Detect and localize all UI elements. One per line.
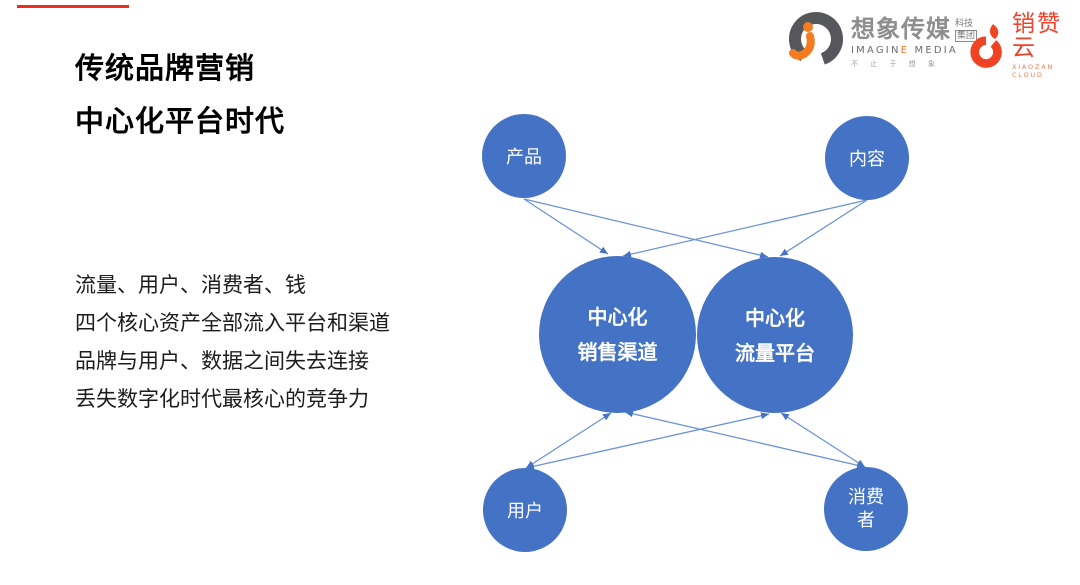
body-line-4: 丢失数字化时代最核心的竞争力 [75,387,369,411]
xiaozan-cloud-logo: 销赞云 XIAOZAN CLOUD [966,12,1080,79]
imagine-media-logo-icon [789,11,843,66]
diagram-node-product: 产品 [482,114,566,198]
node-product-label: 产品 [506,147,542,168]
imagine-media-suffix: 科技 集团 [955,19,978,42]
node-traffic-label-line1: 中心化 [745,305,805,330]
edge-traffic-consumer [780,412,866,468]
node-content-label: 内容 [849,149,885,170]
diagram-node-consumer: 消费 者 [824,467,908,551]
xiaozan-cloud-logo-icon [970,23,1002,68]
body-text: 流量、用户、消费者、钱 四个核心资产全部流入平台和渠道 品牌与用户、数据之间失去… [75,266,390,418]
edge-traffic-user [525,412,770,470]
edge-sales-user [525,412,612,469]
page-title: 传统品牌营销 中心化平台时代 [75,42,285,148]
node-consumer-label-line1: 消费 [848,487,884,508]
edge-content-to-sales [622,199,868,258]
imagine-media-name-cn: 想象传媒 [851,15,951,43]
body-line-1: 流量、用户、消费者、钱 [75,273,306,297]
edge-sales-consumer [624,410,866,469]
body-line-3: 品牌与用户、数据之间失去连接 [75,349,369,373]
edge-content-to-traffic [779,199,868,257]
diagram-node-content: 内容 [825,116,909,200]
diagram-node-sales-channel: 中心化 销售渠道 [539,256,696,413]
imagine-media-name-en: IMAGINE MEDIA [851,45,958,56]
node-consumer-label-line2: 者 [857,510,875,531]
imagine-media-logo: 想象传媒 科技 集团 IMAGINE MEDIA 不 止 于 想 象 [786,10,978,70]
edge-product-to-traffic [523,198,769,259]
title-line-2: 中心化平台时代 [75,104,286,138]
xiaozan-cloud-name-cn: 销赞云 [1011,11,1062,61]
node-user-label: 用户 [507,501,543,522]
diagram-node-traffic-platform: 中心化 流量平台 [697,257,853,413]
imagine-media-wordmark: 想象传媒 科技 集团 IMAGINE MEDIA 不 止 于 想 象 [851,10,978,70]
title-line-1: 传统品牌营销 [75,51,256,85]
body-line-2: 四个核心资产全部流入平台和渠道 [75,311,390,335]
node-sales-label-line1: 中心化 [587,305,648,329]
diagram-node-user: 用户 [483,468,567,552]
top-accent-line [17,5,129,8]
xiaozan-cloud-name-en: XIAOZAN CLOUD [1011,63,1055,79]
imagine-media-tagline: 不 止 于 想 象 [851,60,940,68]
node-sales-label-line2: 销售渠道 [577,340,658,364]
xiaozan-cloud-wordmark: 销赞云 XIAOZAN CLOUD [1012,12,1080,79]
edge-product-to-sales [523,198,609,255]
node-traffic-label-line2: 流量平台 [735,340,815,365]
